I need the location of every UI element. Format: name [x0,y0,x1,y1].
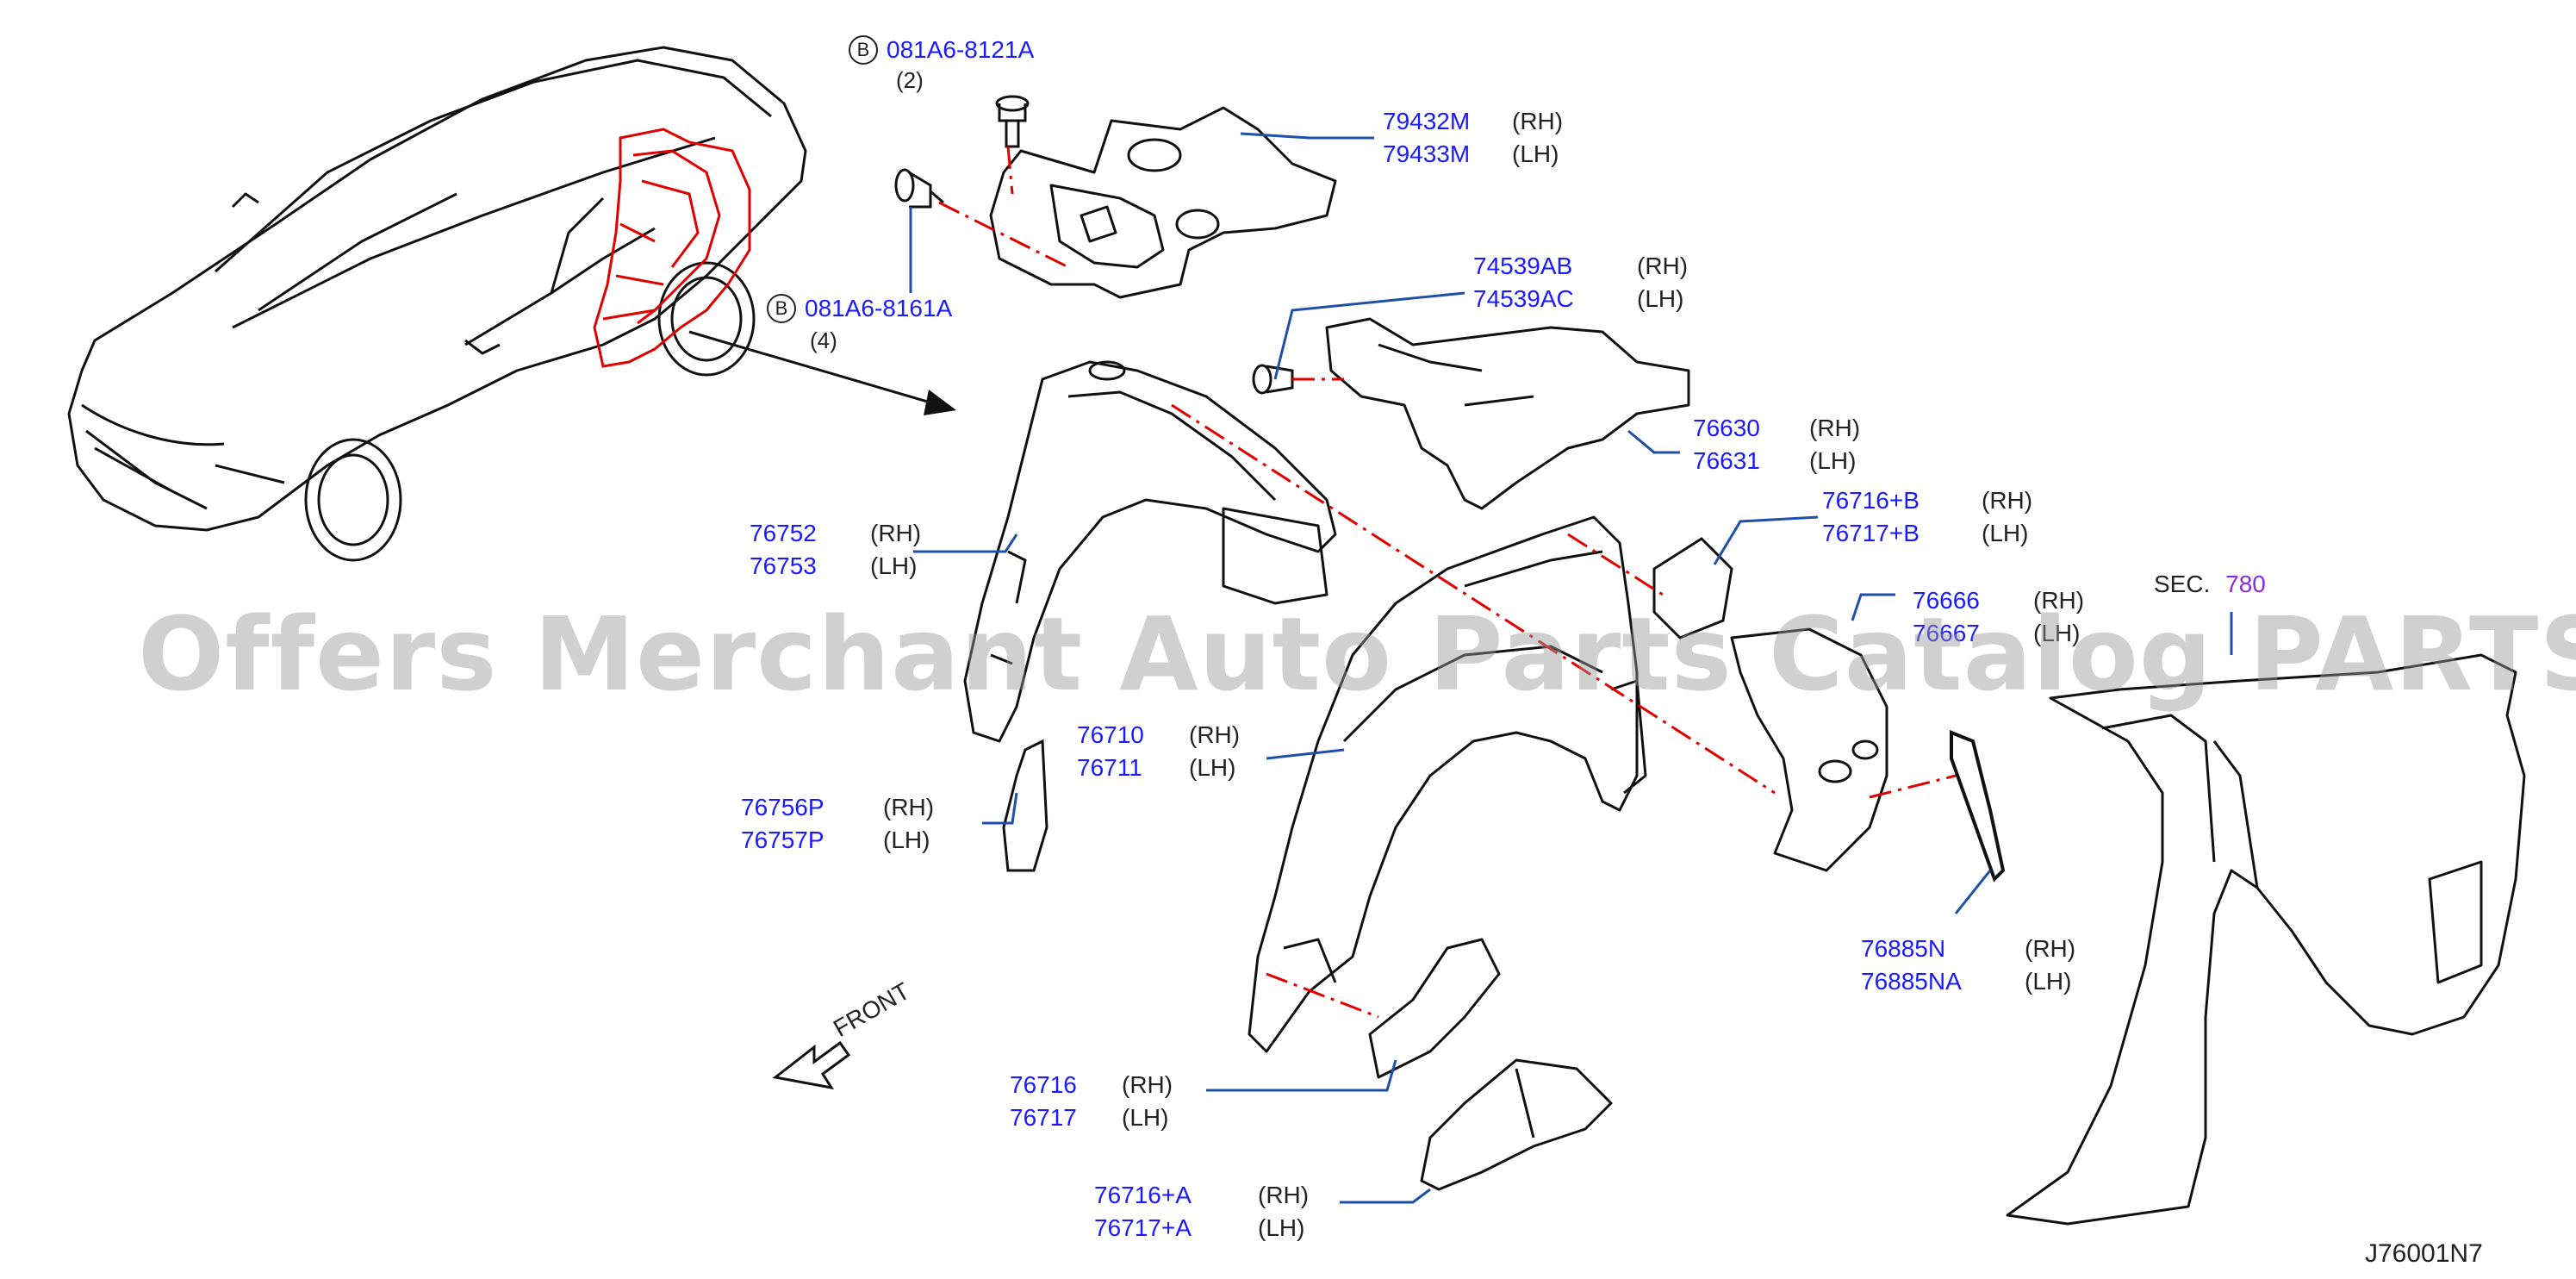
callout-76630: 76630 (RH) 76631 (LH) [1693,412,1860,477]
side-label: (LH) [1809,447,1857,474]
part-number-link[interactable]: 76753 [750,552,817,579]
part-number-link[interactable]: 76630 [1693,415,1760,441]
car-illustration [67,46,807,562]
part-number-link[interactable]: 76756P [741,794,824,820]
part-number-link[interactable]: 76631 [1693,447,1760,474]
section-prefix: SEC. [2154,571,2211,597]
part-number-link[interactable]: 79433M [1383,140,1471,167]
side-label: (LH) [1637,285,1684,312]
wheelhouse-inner-76752 [963,360,1337,743]
side-label: (RH) [1122,1071,1173,1098]
side-label: (LH) [2033,620,2081,646]
side-label: (RH) [1258,1182,1310,1208]
pointer-arrow [688,330,956,415]
bracket-76716b [1652,537,1733,640]
side-label: (LH) [1512,140,1559,167]
car-highlight-region [593,128,751,368]
side-label: (RH) [1637,253,1689,279]
side-label: (RH) [883,794,935,820]
part-number-link[interactable]: 76667 [1913,620,1980,646]
reinforcement-76756p [1002,739,1048,872]
side-label: (LH) [870,552,918,579]
section-number-link[interactable]: 780 [2225,571,2266,597]
strip-76885n [1950,730,2006,883]
part-number-link[interactable]: 76711 [1077,754,1142,781]
side-label: (RH) [1982,487,2033,514]
part-number-link[interactable]: 74539AC [1473,285,1574,312]
b-badge-icon: B [849,35,878,65]
bolt-qty: (4) [810,328,837,353]
part-number-link[interactable]: 76885N [1861,935,1946,962]
side-label: (LH) [1982,520,2029,546]
callout-76666: 76666 (RH) 76667 (LH) [1913,584,2084,650]
callout-76716b: 76716+B (RH) 76717+B (LH) [1822,484,2032,550]
part-number-link[interactable]: 76716+A [1094,1182,1192,1208]
part-number-link[interactable]: 76716+B [1822,487,1920,514]
bolt-qty: (2) [896,67,924,93]
quarter-panel [2006,653,2526,1226]
side-label: (LH) [1258,1214,1305,1241]
bolt-label-8121a: B 081A6-8121A [849,34,1034,66]
part-number-link[interactable]: 76717+A [1094,1214,1192,1241]
side-label: (LH) [883,827,930,853]
part-number-link[interactable]: 76666 [1913,587,1980,614]
side-label: (RH) [2025,935,2076,962]
callout-76716a: 76716+A (RH) 76717+A (LH) [1094,1179,1309,1245]
bolt-081a6-8121a [995,95,1030,148]
callout-74539ab: 74539AB (RH) 74539AC (LH) [1473,250,1688,315]
alignment-lines [938,146,1957,1019]
b-badge-icon: B [767,294,796,323]
wheelhouse-outer-76710 [1248,515,1647,1053]
callout-76756p: 76756P (RH) 76757P (LH) [741,791,934,857]
side-label: (RH) [870,520,922,546]
bracket-79432m [989,106,1337,299]
side-label: (LH) [1189,754,1236,781]
callout-79432m: 79432M (RH) 79433M (LH) [1383,105,1563,171]
front-arrow-icon [772,1040,851,1090]
part-number-link[interactable]: 74539AB [1473,253,1573,279]
callout-76885n: 76885N (RH) 76885NA (LH) [1861,933,2075,998]
bolt-74539ab [1252,364,1294,395]
side-label: (RH) [2033,587,2085,614]
part-number-link[interactable]: 081A6-8121A [887,36,1035,63]
side-label: (LH) [2025,968,2072,995]
section-reference: SEC. 780 [2154,571,2266,598]
part-number-link[interactable]: 76716 [1010,1071,1077,1098]
part-number-link[interactable]: 76717+B [1822,520,1920,546]
part-number-link[interactable]: 76717 [1010,1104,1077,1131]
part-number-link[interactable]: 76752 [750,520,817,546]
callout-76710: 76710 (RH) 76711 (LH) [1077,719,1240,784]
leader-lines [909,132,2233,1204]
diagram-code: J76001N7 [2365,1239,2483,1268]
part-number-link[interactable]: 081A6-8161A [805,295,953,321]
panel-76666 [1730,627,1888,872]
extension-76630 [1325,317,1690,510]
part-number-link[interactable]: 76757P [741,827,824,853]
side-label: (RH) [1189,721,1241,748]
side-label: (RH) [1809,415,1861,441]
callout-76716: 76716 (RH) 76717 (LH) [1010,1069,1173,1134]
part-number-link[interactable]: 79432M [1383,108,1471,134]
bolt-081a6-8161a [894,168,944,209]
extension-76716 [1368,938,1501,1079]
extension-76716a [1420,1058,1613,1191]
part-number-link[interactable]: 76885NA [1861,968,1962,995]
side-label: (LH) [1122,1104,1169,1131]
part-number-link[interactable]: 76710 [1077,721,1144,748]
bolt-label-8161a: B 081A6-8161A [767,293,952,324]
callout-76752: 76752 (RH) 76753 (LH) [750,517,921,583]
side-label: (RH) [1512,108,1564,134]
